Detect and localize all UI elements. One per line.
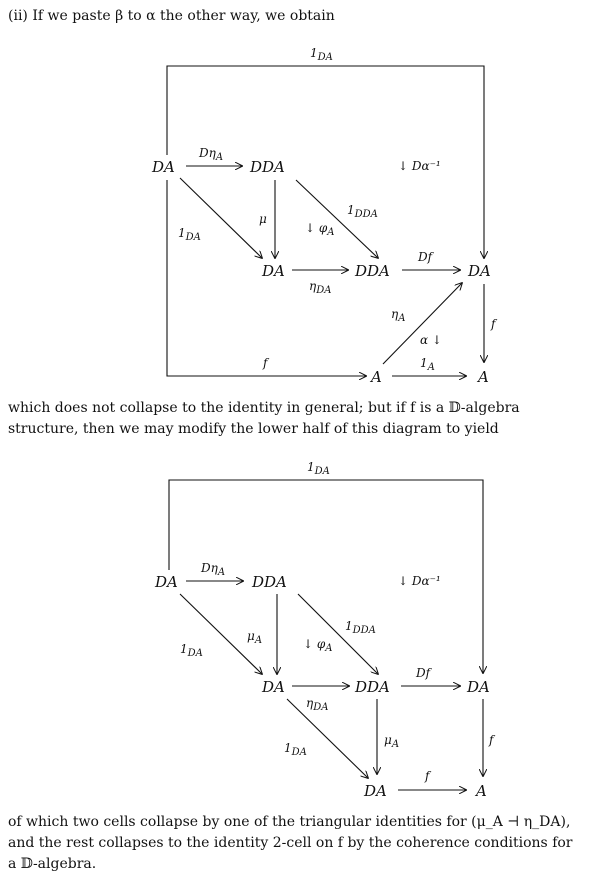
label-alpha-down: α ↓ — [420, 333, 442, 347]
edge-f-bottom — [166, 180, 366, 376]
label-Df: Df — [417, 250, 435, 264]
label-eta-DA-2: ηDA — [306, 696, 328, 713]
label-f-right: f — [490, 317, 498, 331]
label-top-loop-2: 1DA — [307, 460, 330, 477]
node-A-right: A — [476, 368, 489, 386]
middle-paragraph: which does not collapse to the identity … — [8, 398, 608, 440]
label-top-loop: 1DA — [310, 46, 333, 63]
node-DA-right-2: DA — [466, 678, 490, 696]
label-1DA: 1DA — [178, 226, 201, 243]
label-mu-A-2: μA — [247, 629, 262, 646]
label-D-alpha-inv: ↓ Dα⁻¹ — [398, 159, 441, 173]
label-f-right-2: f — [488, 733, 496, 747]
edge-1DA-diag — [179, 177, 262, 258]
middle-text-line-1: which does not collapse to the identity … — [8, 400, 520, 416]
edge-eta-A — [382, 283, 462, 365]
label-D-alpha-inv-2: ↓ Dα⁻¹ — [398, 574, 441, 588]
label-1DDA-2: 1DDA — [345, 619, 376, 636]
label-1DA-lower-2: 1DA — [284, 741, 307, 758]
node-A-bottom: A — [369, 368, 382, 386]
node-DA-bottom-2: DA — [363, 782, 387, 800]
node-DDA-mid-2: DDA — [354, 678, 390, 696]
label-D-eta-A-2: DηA — [200, 561, 225, 578]
edge-1DDA-diag — [295, 179, 378, 258]
node-A-right-2: A — [474, 782, 487, 800]
intro-text: (ii) If we paste β to α the other way, w… — [8, 8, 335, 24]
label-f-bottom-2: f — [424, 769, 432, 783]
middle-text-line-2: structure, then we may modify the lower … — [8, 421, 499, 437]
intro-paragraph: (ii) If we paste β to α the other way, w… — [8, 6, 608, 27]
edge-1DDA-diag-2 — [297, 593, 378, 674]
label-f-bottom: f — [262, 356, 270, 370]
label-D-eta-A: DηA — [198, 146, 223, 163]
loop-1DA-edge-2 — [168, 479, 483, 673]
node-DA-left-2: DA — [154, 573, 178, 591]
label-1DDA: 1DDA — [347, 203, 378, 220]
node-DA-mid: DA — [261, 262, 285, 280]
label-Df-2: Df — [415, 666, 433, 680]
closing-paragraph: of which two cells collapse by one of th… — [8, 812, 608, 875]
node-DDA-top: DDA — [249, 158, 285, 176]
node-DDA-mid: DDA — [354, 262, 390, 280]
label-1DA-2: 1DA — [180, 642, 203, 659]
label-phi-A-2: ↓ φA — [303, 637, 333, 654]
label-phi-A: ↓ φA — [305, 221, 335, 238]
label-1A: 1A — [420, 356, 435, 373]
edge-1DA-diag-2 — [179, 593, 262, 674]
node-DDA-top-2: DDA — [251, 573, 287, 591]
closing-text-line-1: of which two cells collapse by one of th… — [8, 814, 571, 830]
label-eta-DA: ηDA — [309, 279, 331, 296]
closing-text-line-3: a 𝔻-algebra. — [8, 856, 97, 872]
edge-1DA-lower-2 — [286, 698, 368, 778]
node-DA-mid-2: DA — [261, 678, 285, 696]
label-eta-A: ηA — [391, 307, 405, 324]
node-DA-left: DA — [151, 158, 175, 176]
closing-text-line-2: and the rest collapses to the identity 2… — [8, 835, 573, 851]
diagram-1: DA DDA DA DDA DA A A 1DA DηA ↓ Dα⁻¹ μ ↓ … — [151, 46, 498, 386]
loop-1DA-edge — [166, 65, 484, 258]
diagram-2: DA DDA DA DDA DA DA A 1DA DηA ↓ Dα⁻¹ μA … — [154, 460, 496, 800]
node-DA-right: DA — [467, 262, 491, 280]
label-mu: μ — [259, 212, 267, 226]
label-mu-A-lower-2: μA — [384, 733, 399, 750]
